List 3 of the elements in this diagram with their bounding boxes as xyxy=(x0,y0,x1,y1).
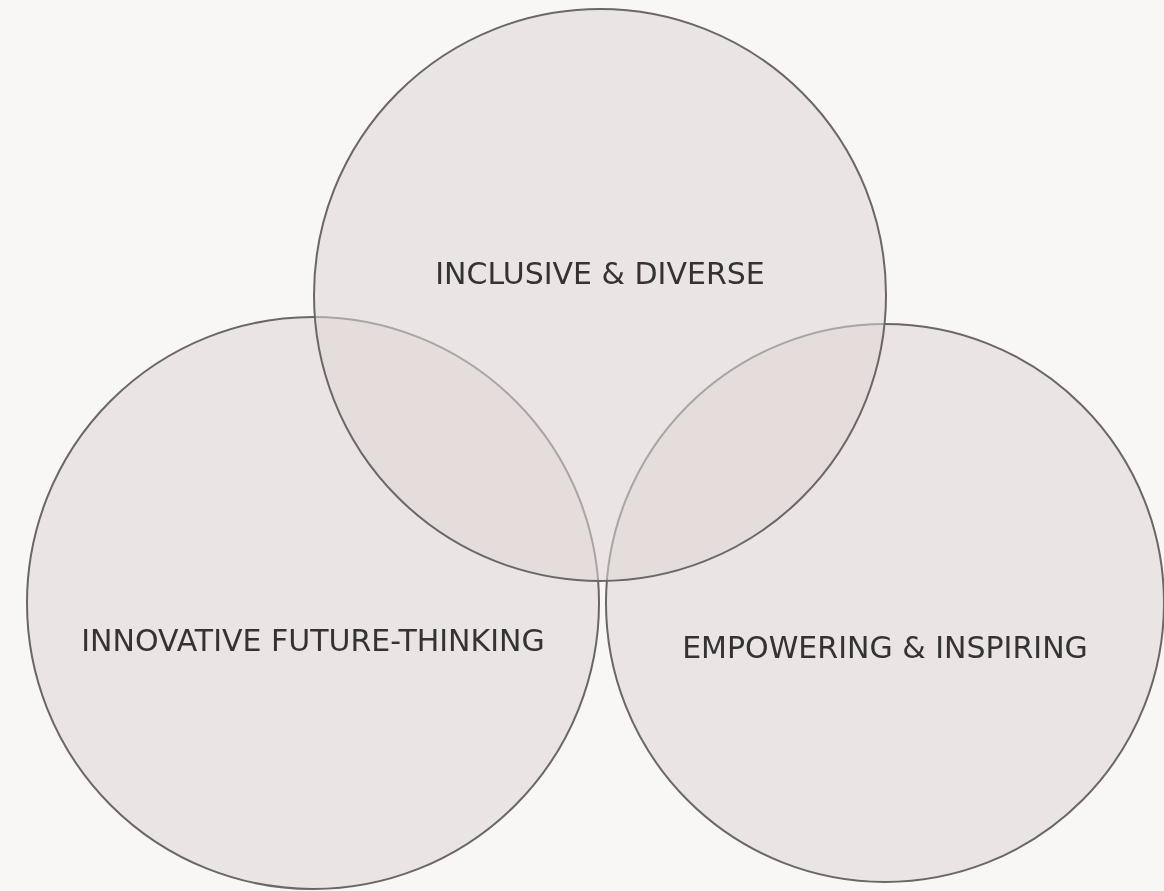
circle-label: EMPOWERING & INSPIRING xyxy=(681,630,1089,666)
circle-label: INNOVATIVE FUTURE-THINKING xyxy=(80,623,546,659)
circle-label: INCLUSIVE & DIVERSE xyxy=(434,256,766,292)
